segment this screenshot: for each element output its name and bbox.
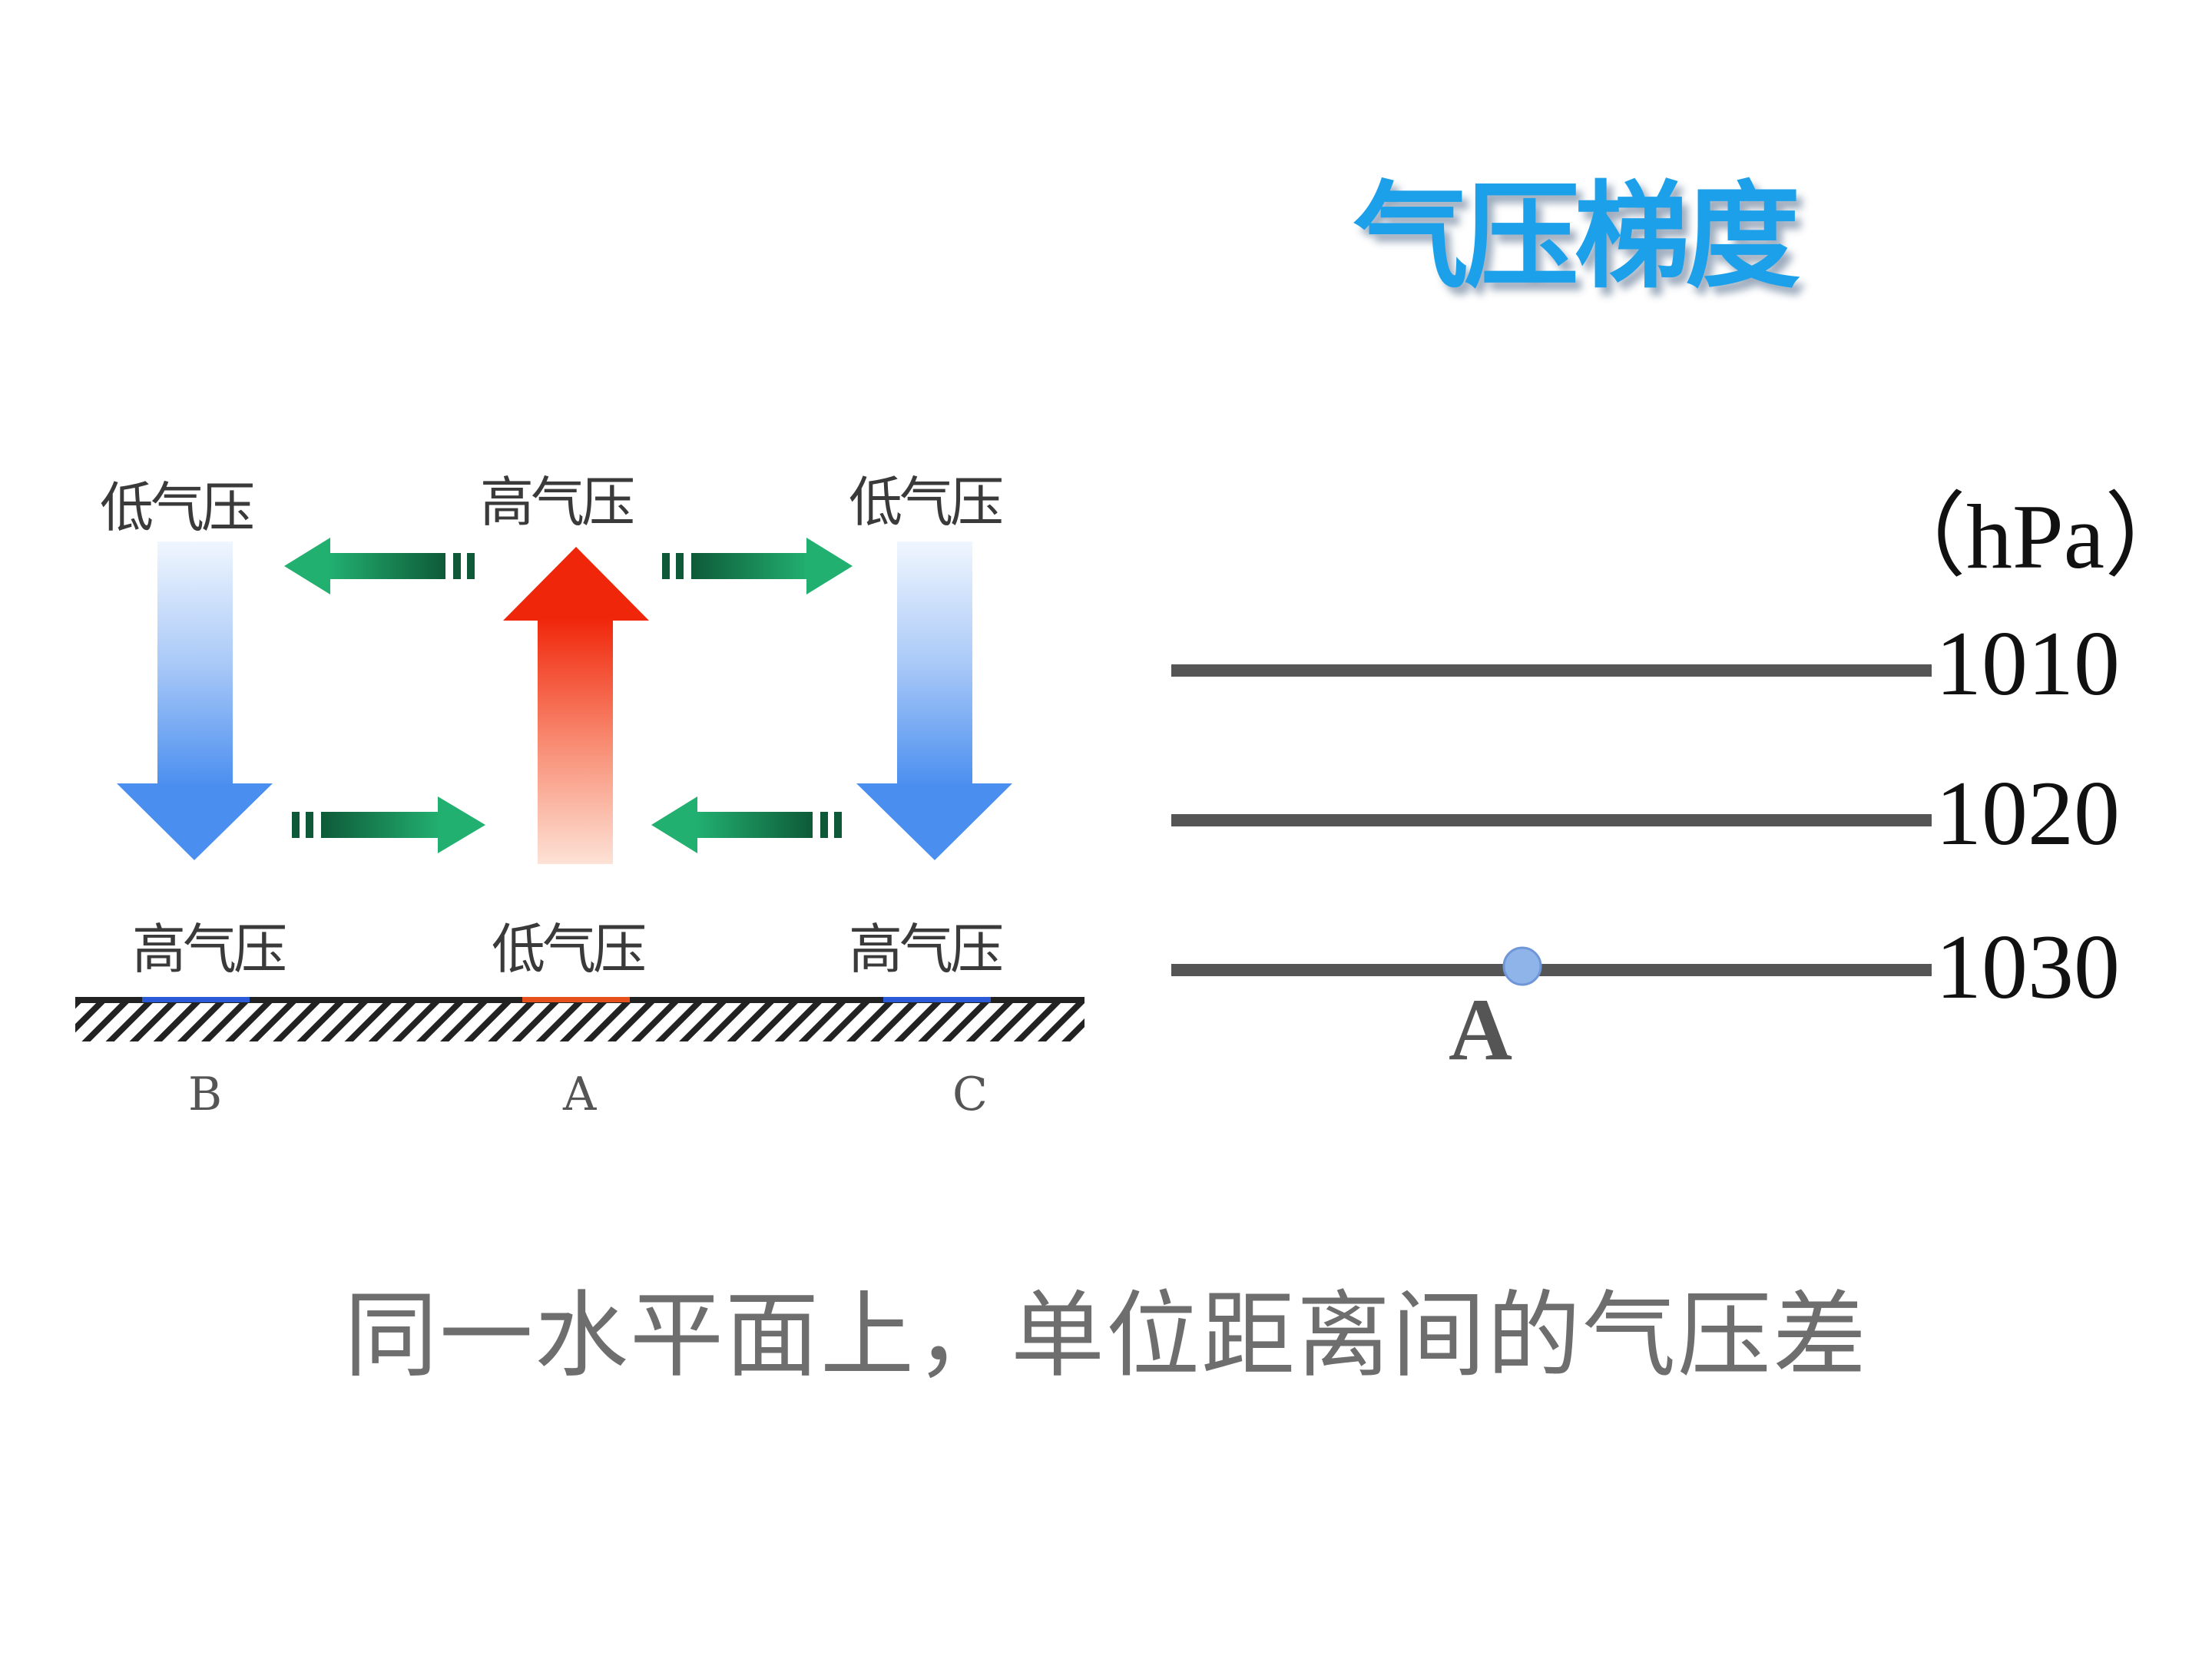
- ground-surface: [75, 997, 1084, 1041]
- bottom-label-right: 高气压: [849, 918, 1004, 981]
- bottom-label-left: 高气压: [132, 918, 287, 981]
- point-a-marker: [1502, 946, 1542, 986]
- location-label-b: B: [188, 1068, 223, 1121]
- upper-flow-arrow-left: [284, 538, 475, 594]
- sinking-arrow-c: [856, 541, 1012, 860]
- top-label-left: 低气压: [100, 476, 255, 539]
- pressure-unit: （hPa）: [1874, 485, 2197, 588]
- rising-arrow-a: [503, 547, 649, 864]
- location-label-a: A: [563, 1068, 597, 1121]
- sinking-arrow-b: [117, 541, 273, 860]
- point-a-label: A: [1449, 981, 1513, 1078]
- top-label-right: 低气压: [849, 471, 1004, 534]
- isobar-value-1030: 1030: [1936, 916, 2120, 1018]
- location-label-c: C: [952, 1068, 988, 1121]
- isobar-value-1020: 1020: [1936, 762, 2120, 864]
- definition-caption: 同一水平面上，单位距离间的气压差: [344, 1281, 1868, 1390]
- isobar-value-1010: 1010: [1936, 612, 2120, 714]
- lower-flow-arrow-right: [292, 796, 485, 853]
- top-label-center: 高气压: [480, 471, 635, 534]
- upper-flow-arrow-right: [662, 538, 853, 594]
- page-title: 气压梯度: [1353, 170, 1800, 304]
- bottom-label-center: 低气压: [492, 918, 647, 981]
- lower-flow-arrow-left: [651, 796, 842, 853]
